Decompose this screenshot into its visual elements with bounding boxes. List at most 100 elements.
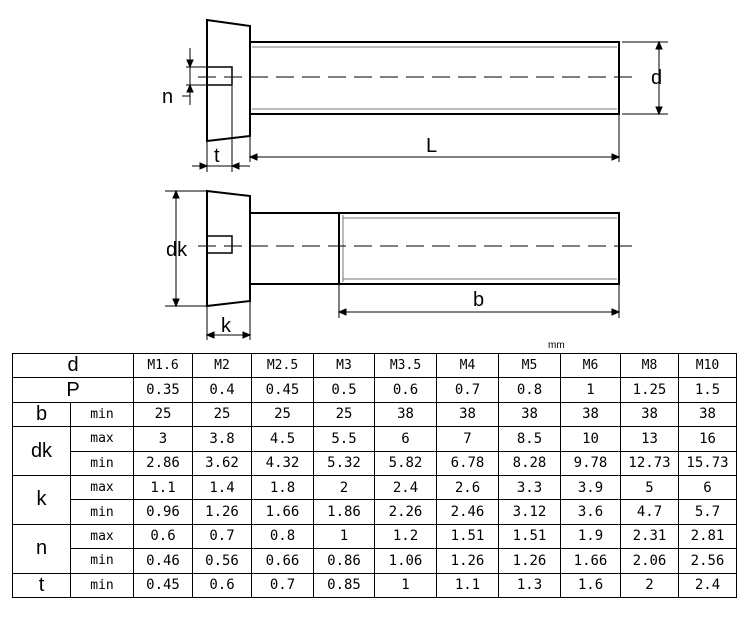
value-cell: 1.2 [374,523,437,550]
label-d: d [651,67,662,89]
value-cell: 15.73 [678,450,737,476]
value-cell: M8 [620,352,679,379]
value-cell: 16 [678,426,737,452]
value-cell: 0.7 [251,572,314,598]
value-cell: 1.25 [620,377,679,403]
value-cell: 0.35 [133,377,193,403]
value-cell: 4.7 [620,499,679,525]
label-L: L [426,135,437,157]
value-cell: 1 [560,377,621,403]
value-cell: 0.56 [192,548,252,574]
value-cell: 25 [192,401,252,428]
param-cell: t [12,572,71,598]
value-cell: 9.78 [560,450,621,476]
value-cell: 0.7 [192,523,252,550]
value-cell: 7 [436,426,499,452]
value-cell: 25 [133,401,193,428]
value-cell: 1.8 [251,474,314,501]
value-cell: 0.86 [313,548,375,574]
screw-technical-drawing: n t d L dk k b [162,18,668,340]
sub-cell: min [70,401,134,428]
value-cell: 0.66 [251,548,314,574]
value-cell: 5 [620,474,679,501]
value-cell: 2.81 [678,523,737,550]
param-cell: P [12,377,134,403]
sub-cell: max [70,523,134,550]
bottom-screw-threaded [338,212,620,285]
value-cell: M6 [560,352,621,379]
value-cell: M5 [498,352,561,379]
value-cell: 38 [560,401,621,428]
value-cell: 0.46 [133,548,193,574]
value-cell: 3.8 [192,426,252,452]
label-b: b [473,289,484,311]
value-cell: 5.7 [678,499,737,525]
label-k: k [221,315,232,337]
value-cell: 25 [251,401,314,428]
value-cell: 3.6 [560,499,621,525]
value-cell: 2.06 [620,548,679,574]
value-cell: 1.06 [374,548,437,574]
value-cell: 1.51 [436,523,499,550]
value-cell: 1 [313,523,375,550]
bottom-screw-slot [207,235,233,254]
value-cell: 3.62 [192,450,252,476]
value-cell: 1.66 [251,499,314,525]
value-cell: 10 [560,426,621,452]
label-t: t [214,145,220,167]
value-cell: M2.5 [251,352,314,379]
value-cell: 2.46 [436,499,499,525]
value-cell: 0.6 [374,377,437,403]
top-screw-shank [249,41,620,115]
param-cell: n [12,523,71,574]
top-screw-head [206,18,251,143]
sub-cell: min [70,450,134,476]
sub-cell: min [70,548,134,574]
value-cell: 1.86 [313,499,375,525]
value-cell: 3.12 [498,499,561,525]
top-screw-slot [207,66,233,86]
param-cell: dk [12,426,71,476]
value-cell: 2.6 [436,474,499,501]
value-cell: 0.4 [192,377,252,403]
value-cell: M2 [192,352,252,379]
value-cell: 2 [313,474,375,501]
value-cell: 4.32 [251,450,314,476]
value-cell: 38 [374,401,437,428]
value-cell: 4.5 [251,426,314,452]
value-cell: 2 [620,572,679,598]
value-cell: 0.45 [133,572,193,598]
value-cell: 1.26 [192,499,252,525]
label-n: n [162,86,173,108]
value-cell: 2.4 [678,572,737,598]
value-cell: 2.31 [620,523,679,550]
value-cell: 5.82 [374,450,437,476]
value-cell: 2.56 [678,548,737,574]
value-cell: 3 [133,426,193,452]
unit-label: mm [548,340,565,351]
value-cell: 1.6 [560,572,621,598]
value-cell: 1.66 [560,548,621,574]
value-cell: 0.5 [313,377,375,403]
value-cell: 8.28 [498,450,561,476]
value-cell: 38 [436,401,499,428]
value-cell: 0.96 [133,499,193,525]
value-cell: 0.8 [498,377,561,403]
value-cell: M3 [313,352,375,379]
bottom-screw-head [206,189,251,308]
value-cell: 3.9 [560,474,621,501]
value-cell: 6.78 [436,450,499,476]
bottom-screw-unthreaded [249,212,340,285]
value-cell: 1.26 [498,548,561,574]
value-cell: 1.1 [436,572,499,598]
value-cell: 0.8 [251,523,314,550]
value-cell: 1.26 [436,548,499,574]
